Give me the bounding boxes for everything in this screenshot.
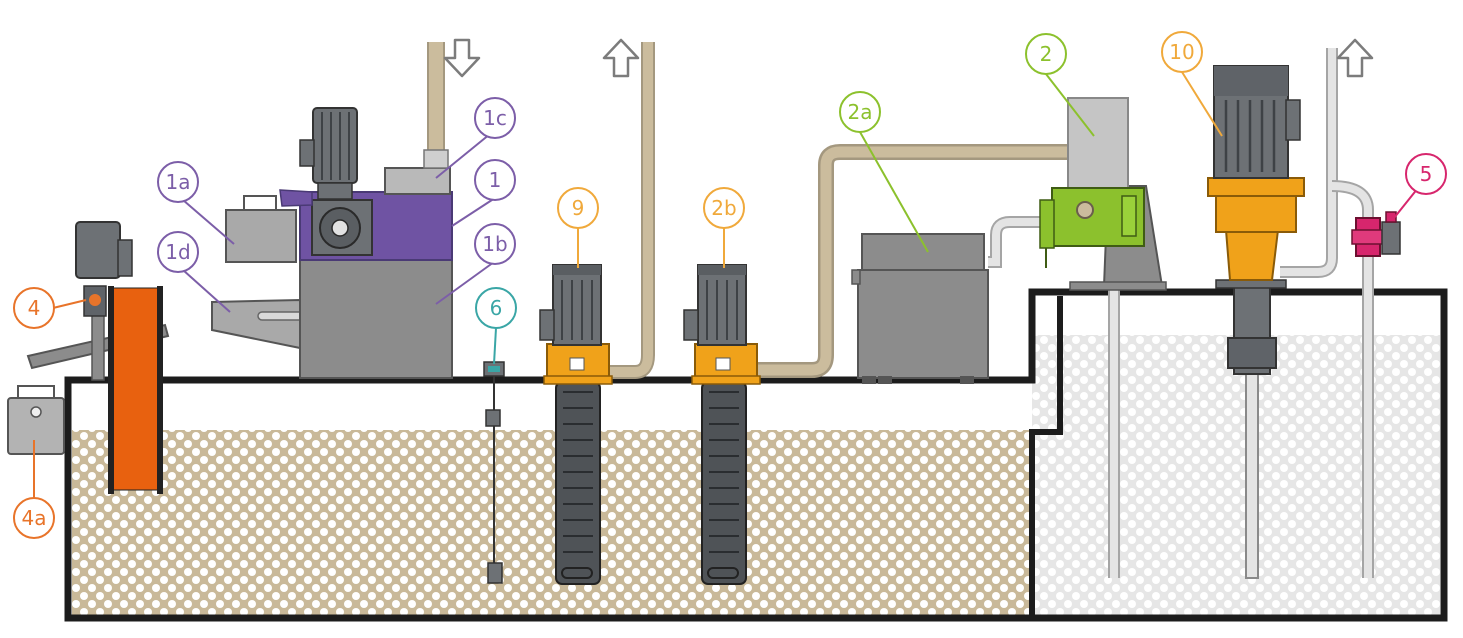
dirty-coolant <box>72 430 1030 615</box>
svg-text:1b: 1b <box>482 232 507 256</box>
callout-1d: 1d <box>157 231 199 273</box>
svg-text:1c: 1c <box>483 106 507 130</box>
callout-5: 5 <box>1405 153 1447 195</box>
leader-lines <box>33 71 1419 498</box>
callout-4: 4 <box>13 287 55 329</box>
svg-text:1: 1 <box>489 168 502 192</box>
conveyor-4 <box>7 221 170 494</box>
motor-4 <box>75 221 121 279</box>
arrow-up-icon <box>602 38 640 78</box>
callout-9: 9 <box>557 187 599 229</box>
svg-text:9: 9 <box>572 196 585 220</box>
callout-4a: 4a <box>13 497 55 539</box>
arrow-up-icon <box>1336 38 1374 78</box>
tank-outline <box>64 288 1448 622</box>
svg-text:1a: 1a <box>166 170 191 194</box>
svg-text:2a: 2a <box>848 100 873 124</box>
tank-partition <box>1029 296 1063 618</box>
pump-unit-2 <box>1039 97 1167 291</box>
sludge-container-4a <box>7 397 65 455</box>
sludge-bin-1a <box>225 209 297 263</box>
svg-text:2: 2 <box>1040 42 1053 66</box>
svg-text:2b: 2b <box>711 196 736 220</box>
svg-text:1d: 1d <box>165 240 190 264</box>
callout-1a: 1a <box>157 161 199 203</box>
callout-1c: 1c <box>474 97 516 139</box>
callout-1: 1 <box>474 159 516 201</box>
pump-9 <box>539 264 613 585</box>
pump-unit-10 <box>1207 65 1305 579</box>
motor-1 <box>312 107 358 184</box>
svg-text:4a: 4a <box>22 506 47 530</box>
callout-1b: 1b <box>474 223 516 265</box>
callout-6: 6 <box>475 287 517 329</box>
callout-2: 2 <box>1025 33 1067 75</box>
pump-9-outlet-pipe <box>608 42 655 379</box>
callout-2a: 2a <box>839 91 881 133</box>
level-switch-6 <box>483 361 505 584</box>
conveyor-belt <box>111 287 161 491</box>
hopper-1c <box>384 167 451 195</box>
svg-text:6: 6 <box>490 296 503 320</box>
svg-text:5: 5 <box>1420 162 1433 186</box>
filter-housing-1b <box>299 257 453 379</box>
filter-unit-1 <box>211 107 453 379</box>
callout-10: 10 <box>1161 31 1203 73</box>
valve-5 <box>1351 211 1401 257</box>
clean-coolant <box>1032 335 1440 615</box>
pump-2b <box>683 264 761 585</box>
filter-2a <box>851 233 989 384</box>
svg-text:4: 4 <box>28 296 41 320</box>
callout-2b: 2b <box>703 187 745 229</box>
arrow-down-icon <box>443 38 481 78</box>
svg-text:10: 10 <box>1169 40 1194 64</box>
